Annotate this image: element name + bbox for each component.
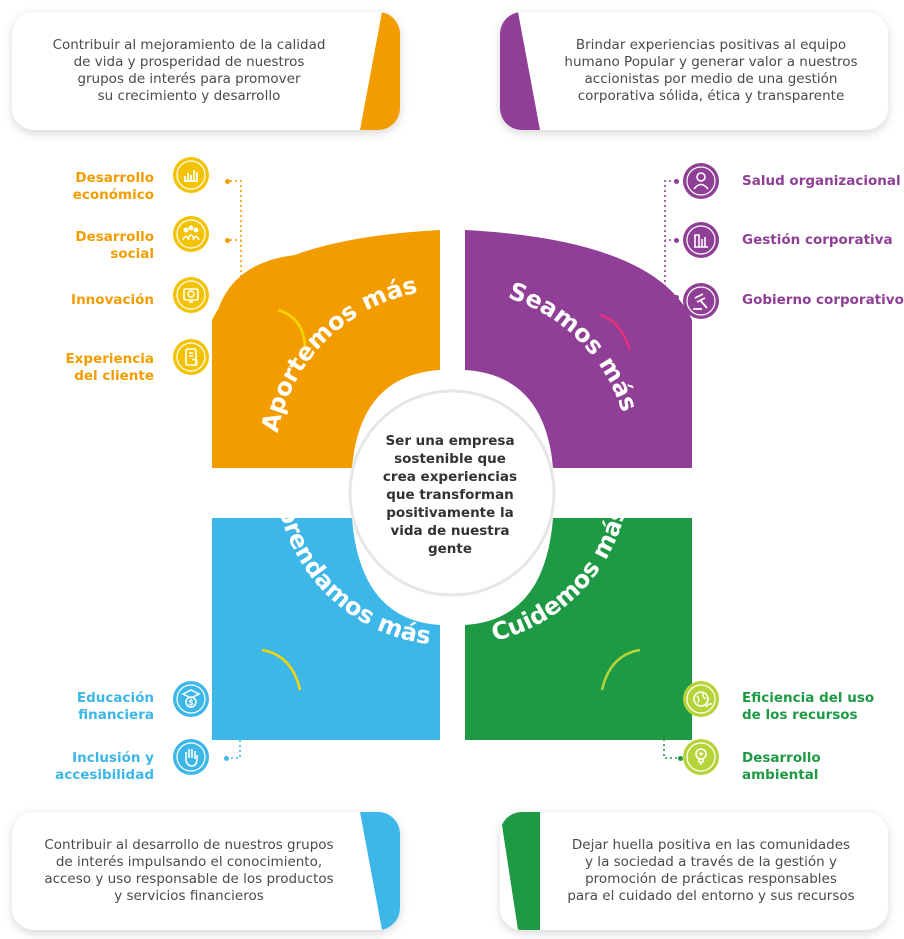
card-aprendamos-description: Contribuir al desarrollo de nuestros gru… [12, 812, 400, 930]
organizational-health-person-icon [682, 162, 720, 200]
item-innovacion: Innovación [71, 292, 154, 308]
inclusion-hand-icon [172, 738, 210, 776]
connector-aportemos [230, 180, 263, 359]
connector-dot [224, 710, 229, 715]
svg-text:$: $ [188, 698, 194, 707]
item-gestion-corporativa: Gestión corporativa [742, 232, 893, 248]
item-experiencia-cliente: Experiencia del cliente [65, 351, 154, 384]
card-aprendamos-text: Contribuir al desarrollo de nuestros gru… [44, 837, 334, 904]
segment-seamos [465, 230, 692, 468]
item-gobierno-corporativo: Gobierno corporativo [742, 292, 904, 308]
item-educacion-financiera: Educación financiera [76, 690, 154, 723]
segment-aprendamos [212, 518, 440, 740]
item-eficiencia-recursos: Eficiencia del uso de los recursos [742, 690, 875, 723]
connector-dot [674, 179, 679, 184]
economic-growth-chart-icon [172, 156, 210, 194]
customer-experience-phone-icon [172, 338, 210, 376]
card-seamos-text: Brindar experiencias positivas al equipo… [564, 37, 858, 104]
item-salud-organizacional: Salud organizacional [742, 173, 901, 189]
innovation-lightbulb-icon [172, 276, 210, 314]
financial-education-coin-icon: $ [172, 680, 210, 718]
item-inclusion-accesibilidad: Inclusión y accesibilidad [55, 750, 154, 783]
connector-dot [224, 756, 229, 761]
card-aportemos-text: Contribuir al mejoramiento de la calidad… [52, 37, 326, 104]
item-desarrollo-economico: Desarrollo económico [72, 170, 154, 203]
segment-aportemos [212, 230, 440, 468]
card-aportemos-description: Contribuir al mejoramiento de la calidad… [12, 12, 400, 130]
connector-dot [225, 293, 230, 298]
item-desarrollo-ambiental: Desarrollo ambiental [742, 750, 821, 783]
resource-efficiency-globe-icon [682, 680, 720, 718]
item-desarrollo-social: Desarrollo social [75, 229, 154, 262]
connector-dot [225, 179, 230, 184]
connector-dot [225, 238, 230, 243]
center-mission-text: Ser una empresa sostenible que crea expe… [382, 433, 518, 557]
connector-aprendamos [228, 691, 259, 759]
corporate-management-building-icon [682, 221, 720, 259]
corporate-governance-gavel-icon [682, 282, 720, 320]
center-circle [350, 391, 554, 595]
connector-dot [225, 356, 230, 361]
connector-dot [674, 295, 679, 300]
social-development-people-icon [172, 215, 210, 253]
card-cuidemos-description: Dejar huella positiva en las comunidades… [500, 812, 888, 930]
segment-cuidemos [465, 518, 692, 740]
card-seamos-description: Brindar experiencias positivas al equipo… [500, 12, 888, 130]
connector-dot [674, 238, 679, 243]
connector-dot [678, 698, 683, 703]
environmental-development-lightbulb-icon [682, 738, 720, 776]
card-cuidemos-text: Dejar huella positiva en las comunidades… [567, 837, 855, 904]
connector-cuidemos [647, 691, 680, 759]
connector-dot [678, 756, 683, 761]
